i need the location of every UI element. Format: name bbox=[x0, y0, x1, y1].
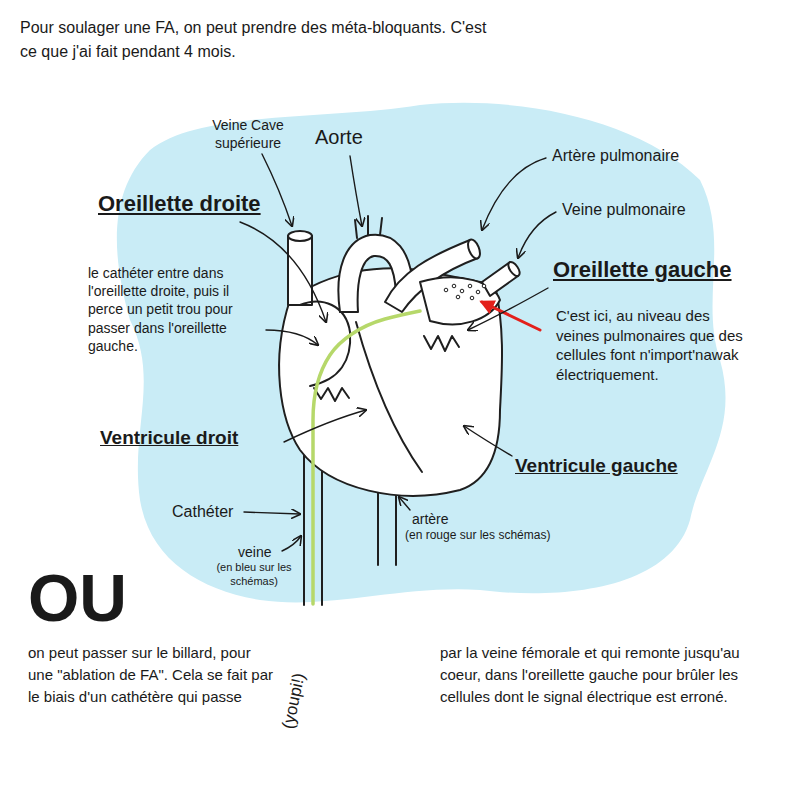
cell-dot bbox=[456, 295, 460, 299]
cell-dot bbox=[468, 284, 472, 288]
paragraph: par la veine fémorale et qui remonte jus… bbox=[440, 642, 775, 707]
right-atrium bbox=[300, 302, 350, 386]
pulmonary-artery-opening bbox=[466, 238, 483, 260]
leader-line bbox=[464, 426, 512, 456]
cell-dot bbox=[482, 284, 486, 288]
part-label: artère bbox=[412, 510, 449, 528]
exclamation: (youpi!) bbox=[277, 667, 312, 734]
part-label: Cathéter bbox=[172, 502, 233, 523]
cell-dot bbox=[476, 290, 480, 294]
leader-line bbox=[350, 156, 362, 226]
leader-line bbox=[399, 497, 410, 510]
cell-dot bbox=[470, 296, 474, 300]
part-note: (en bleu sur les schémas) bbox=[215, 560, 293, 589]
tricuspid-valve bbox=[314, 388, 349, 401]
artery-wall bbox=[377, 490, 379, 565]
faulty-cells bbox=[444, 284, 486, 300]
leader-line bbox=[240, 222, 326, 322]
vessel-label: Artère pulmonaire bbox=[552, 146, 679, 167]
vessel-label: Veine Cave supérieure bbox=[198, 116, 298, 152]
part-label: Cathéter bbox=[172, 502, 233, 523]
vessel-label: Veine pulmonaire bbox=[562, 200, 686, 221]
cell-dot bbox=[460, 289, 464, 293]
big-word: OU bbox=[28, 556, 127, 642]
paragraph: par la veine fémorale et qui remonte jus… bbox=[440, 642, 775, 707]
vena-cava-opening bbox=[288, 231, 312, 241]
leader-line bbox=[244, 512, 300, 514]
red-arrow bbox=[482, 302, 540, 330]
leader-line bbox=[482, 158, 546, 230]
paragraph: on peut passer sur le billard, pour une … bbox=[28, 642, 273, 707]
aorta-branch bbox=[367, 216, 369, 235]
heart-lines bbox=[279, 216, 522, 605]
chamber-label: Oreillette gauche bbox=[553, 256, 732, 285]
part-note: (en bleu sur les schémas) bbox=[215, 560, 293, 589]
chamber-label: Oreillette droite bbox=[98, 190, 261, 219]
mitral-valve bbox=[424, 336, 459, 351]
chamber-label: Ventricule gauche bbox=[515, 454, 678, 479]
vein-wall bbox=[303, 440, 305, 605]
chamber-label: Ventricule droit bbox=[100, 426, 238, 451]
vessel-label: Aorte bbox=[315, 124, 363, 150]
part-label: veine bbox=[238, 543, 271, 561]
exclamation: (youpi!) bbox=[277, 667, 312, 734]
chamber-label: Ventricule gauche bbox=[515, 454, 678, 479]
note: le cathéter entre dans l'oreillette droi… bbox=[88, 264, 260, 355]
part-note: (en rouge sur les schémas) bbox=[405, 528, 550, 544]
vein-wall bbox=[321, 452, 323, 605]
title: Pour soulager une FA, on peut prendre de… bbox=[20, 16, 490, 64]
vessel-label: Veine Cave supérieure bbox=[198, 116, 298, 152]
vessel-label: Aorte bbox=[315, 124, 363, 150]
part-label: artère bbox=[412, 510, 449, 528]
septum bbox=[356, 322, 422, 472]
vessel-label: Artère pulmonaire bbox=[552, 146, 679, 167]
part-note: (en rouge sur les schémas) bbox=[405, 528, 550, 544]
leader-line bbox=[468, 288, 548, 330]
leader-lines bbox=[240, 154, 556, 551]
leader-line bbox=[266, 330, 318, 345]
chamber-label: Oreillette gauche bbox=[553, 256, 732, 285]
catheter bbox=[313, 311, 420, 604]
cell-dot bbox=[452, 284, 456, 288]
note: le cathéter entre dans l'oreillette droi… bbox=[88, 264, 260, 355]
chamber-label: Ventricule droit bbox=[100, 426, 238, 451]
note: C'est ici, au niveau des veines pulmonai… bbox=[556, 306, 756, 384]
leader-line bbox=[518, 212, 556, 258]
part-label: veine bbox=[238, 543, 271, 561]
artery-wall bbox=[395, 490, 397, 565]
title-block: Pour soulager une FA, on peut prendre de… bbox=[20, 16, 490, 64]
big-word: OU bbox=[28, 556, 127, 642]
aorta-branch bbox=[355, 220, 357, 238]
pulmonary-vein-opening bbox=[506, 260, 522, 278]
aorta-branch bbox=[380, 218, 382, 235]
leader-line bbox=[284, 410, 366, 442]
leader-line bbox=[262, 154, 292, 226]
note: C'est ici, au niveau des veines pulmonai… bbox=[556, 306, 756, 384]
paragraph: on peut passer sur le billard, pour une … bbox=[28, 642, 273, 707]
vessel-label: Veine pulmonaire bbox=[562, 200, 686, 221]
chamber-label: Oreillette droite bbox=[98, 190, 261, 219]
leader-line bbox=[282, 536, 301, 551]
cell-dot bbox=[444, 288, 448, 292]
